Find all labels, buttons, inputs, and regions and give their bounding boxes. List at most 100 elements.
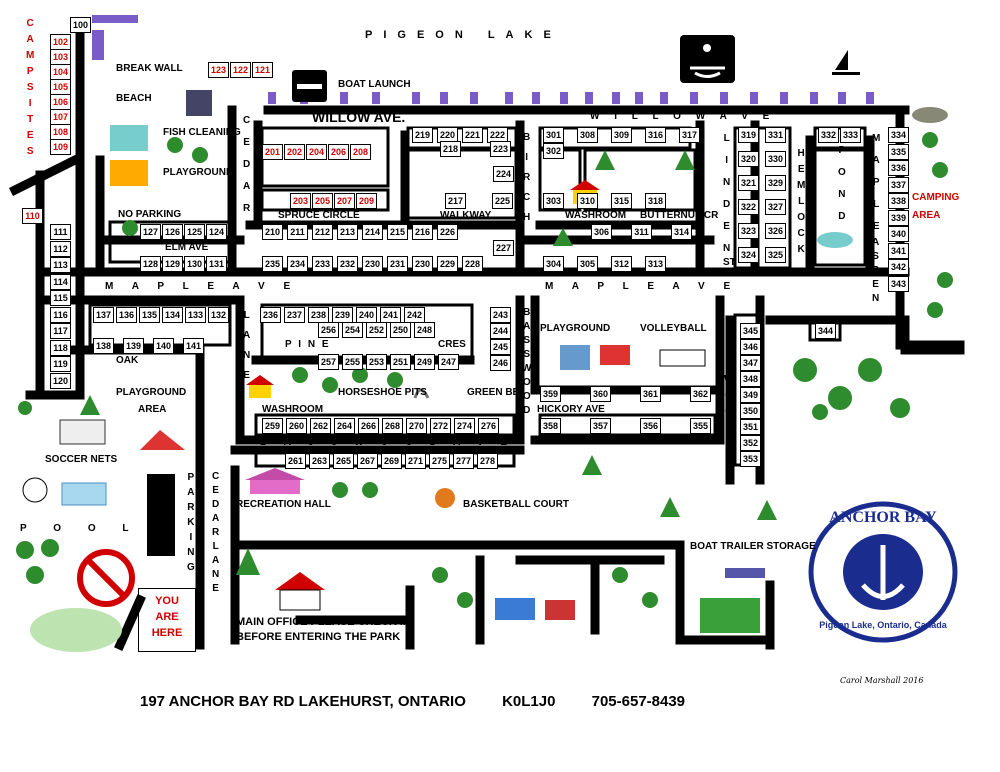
horseshoe-icon: [413, 388, 430, 399]
campsite-number: 267: [357, 453, 378, 469]
soccer-nets-label: SOCCER NETS: [45, 454, 118, 465]
campsite-number: 134: [162, 307, 183, 323]
basketball-label: BASKETBALL COURT: [463, 499, 569, 510]
campsite-number: 262: [310, 418, 331, 434]
campsite-number: 117: [50, 323, 71, 339]
campsite-number: 302: [543, 143, 564, 159]
campsite-number: 238: [308, 307, 329, 323]
campsite-number: 221: [462, 127, 483, 143]
campsite-number: 236: [260, 307, 281, 323]
campsite-number: 104: [50, 64, 71, 80]
campsite-number: 323: [738, 223, 759, 239]
campsite-number: 340: [888, 226, 909, 242]
campsite-number: 355: [690, 418, 711, 434]
campsite-number: 359: [540, 386, 561, 402]
campsite-number: 342: [888, 259, 909, 275]
garbage-label: GARBAGE/RECYCLE/LEAF COMPOST ONLY: [262, 541, 455, 551]
campsite-number: 207: [334, 193, 355, 209]
campsite-number: 322: [738, 199, 759, 215]
vertical-letter: I: [725, 155, 728, 166]
playground-left-icon: [110, 160, 148, 186]
campsite-number: 141: [183, 338, 204, 354]
vertical-letter: P: [26, 66, 34, 77]
hickory-ave-label: HICKORY AVE: [537, 404, 605, 415]
campsite-number: 321: [738, 175, 759, 191]
beach-label: BEACH: [116, 93, 152, 104]
campsite-number: 357: [590, 418, 611, 434]
vertical-letter: A: [76, 149, 84, 160]
campsite-number: 132: [208, 307, 229, 323]
campsite-number: 235: [262, 256, 283, 272]
volleyball-net-icon: [659, 349, 706, 367]
campsite-number: 125: [184, 224, 205, 240]
campsite-number: 202: [284, 144, 305, 160]
break-wall-label: BREAK WALL: [116, 63, 183, 74]
campsite-number: 109: [50, 139, 71, 155]
elm-ave-label: ELM AVE: [165, 242, 209, 253]
campsite-number: 333: [840, 127, 861, 143]
campsite-number: 268: [382, 418, 403, 434]
campsite-number: 103: [50, 49, 71, 65]
trees: [16, 132, 953, 608]
playground-area-icon: [140, 430, 185, 450]
campsite-number: 126: [162, 224, 183, 240]
campsite-number: 356: [640, 418, 661, 434]
artist-signature: Carol Marshall 2016: [840, 676, 924, 685]
campsite-number: 337: [888, 176, 909, 193]
campsite-number: 245: [490, 339, 511, 355]
campsite-number: 247: [438, 354, 459, 370]
oak-label: OAK: [116, 355, 139, 366]
vertical-letter: R: [76, 171, 84, 182]
campsite-number: 341: [888, 242, 909, 259]
horseshoe-label: HORSESHOE PITS: [338, 387, 427, 398]
vertical-letter: L: [212, 541, 219, 552]
campsite-number: 124: [206, 224, 227, 240]
vertical-letter: O: [522, 377, 531, 388]
camper-icon: [30, 608, 122, 652]
campsite-number: 102: [50, 34, 71, 50]
main-office-icon: [275, 572, 325, 611]
willow-ave-label: WILLOW AVE.: [312, 109, 406, 125]
campsite-number: 139: [123, 338, 144, 354]
campsite-number: 217: [445, 193, 466, 209]
campsite-number: 115: [50, 290, 71, 306]
pine-label: P I N E: [285, 339, 331, 350]
campsite-number: 309: [611, 127, 632, 143]
vertical-letter: G: [187, 562, 195, 573]
campsite-number: 133: [185, 307, 206, 323]
campsite-number: 310: [577, 193, 598, 209]
soccer-nets-icon: [59, 419, 106, 445]
volleyball-label: VOLLEYBALL: [640, 323, 707, 334]
walkway-label: WALKWAY: [440, 210, 492, 221]
playground-area-label-1: PLAYGROUND: [116, 387, 187, 398]
anchor-bay-logo: ANCHOR BAY Pigeon Lake, Ontario, Canada: [808, 501, 958, 643]
campsite-number: 216: [412, 224, 433, 240]
campsite-number: 140: [153, 338, 174, 354]
campsite-number: 243: [490, 307, 511, 323]
green-belt-label: GREEN BEL: [467, 387, 526, 398]
vertical-letter: T: [27, 114, 34, 125]
vertical-letter: N: [723, 177, 731, 188]
campsite-number: 264: [334, 418, 355, 434]
vertical-letter: A: [212, 513, 220, 524]
campsite-number: 312: [611, 256, 632, 272]
campsite-number: 271: [405, 453, 426, 469]
campsite-number: 311: [631, 224, 652, 240]
campsite-number: 350: [740, 403, 761, 419]
footer-postal: K0L1J0: [502, 693, 556, 710]
washroom-bottom-icon: [246, 375, 274, 398]
washroom-bottom-label: WASHROOM: [262, 404, 324, 415]
campsite-number: 224: [493, 166, 514, 182]
pond-icon: [817, 232, 853, 248]
campsite-number: 201: [262, 144, 283, 160]
campsite-number: 112: [50, 240, 71, 257]
vertical-letter: P: [838, 145, 846, 156]
campsite-number: 240: [356, 307, 377, 323]
campsite-number: 231: [387, 256, 408, 272]
vertical-letter: R: [187, 502, 195, 513]
campsite-number: 105: [50, 79, 71, 95]
vertical-letter: C: [212, 471, 220, 482]
basketball-icon: [435, 488, 455, 508]
